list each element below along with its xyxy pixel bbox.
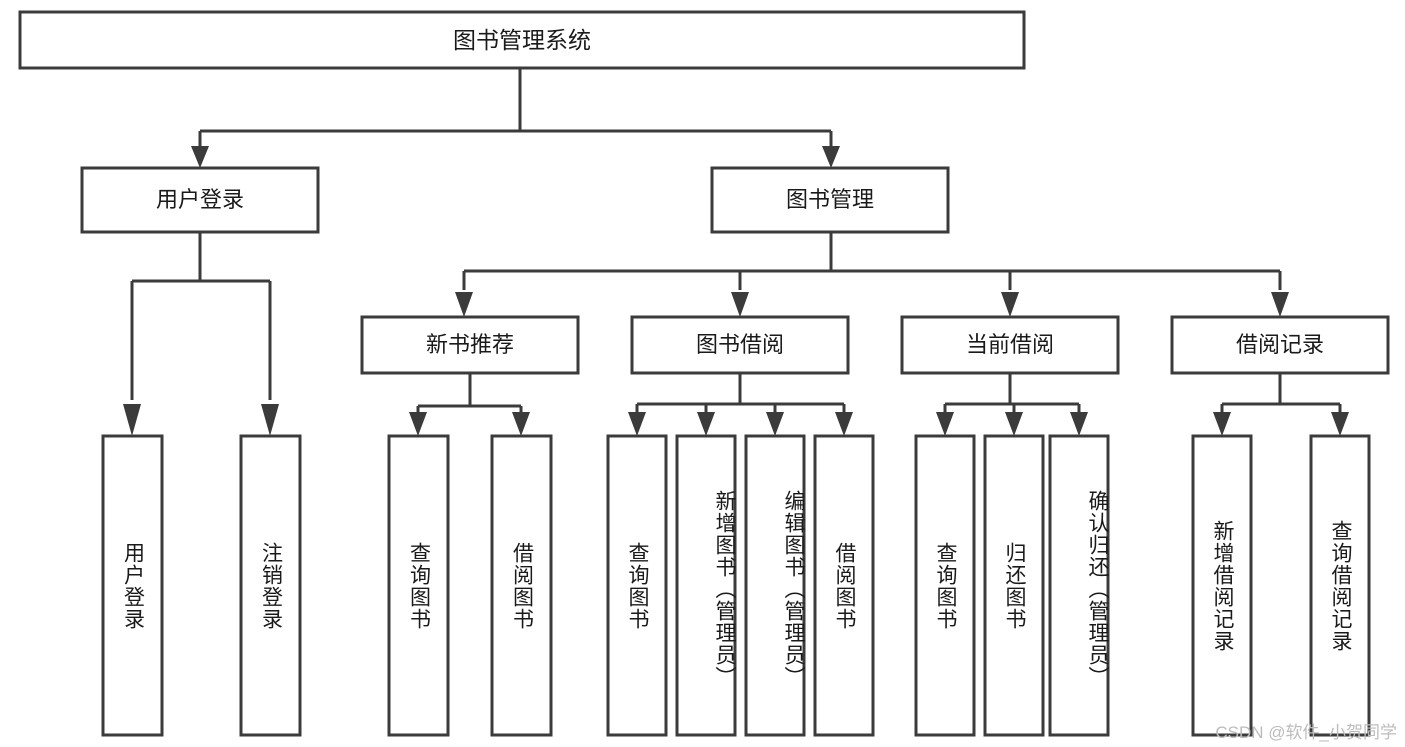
node-borrow-record-label: 借阅记录 [1236,332,1324,357]
node-root[interactable]: 图书管理系统 [18,10,1026,70]
arrow-head-icon [731,292,749,317]
node-leaf-add-record[interactable] [1191,434,1253,737]
node-leaf-user-login[interactable] [101,434,164,737]
node-leaf-logout[interactable] [239,434,302,737]
node-new-book-rec-label: 新书推荐 [426,332,514,357]
node-current-borrow-label: 当前借阅 [966,332,1054,357]
arrow-head-icon [1001,292,1019,317]
arrow-head-icon [123,404,141,436]
connector-root-to-level2 [191,68,840,168]
node-book-borrow[interactable]: 图书借阅 [630,315,850,375]
arrow-head-icon [1271,292,1289,317]
node-leaf-borrow-book-2[interactable] [813,434,875,737]
arrow-head-icon [766,412,784,436]
node-leaf-return-book[interactable] [983,434,1045,737]
arrow-head-icon [835,412,853,436]
node-root-label: 图书管理系统 [453,27,591,53]
node-book-manage[interactable]: 图书管理 [710,166,950,234]
arrow-head-icon [512,412,530,436]
connector-bookborrow-to-leaves [628,373,853,436]
arrow-head-icon [191,146,209,168]
node-book-manage-label: 图书管理 [786,187,874,212]
node-leaf-query-record[interactable] [1309,434,1371,737]
arrow-head-icon [1331,412,1349,436]
arrow-head-icon [628,412,646,436]
connector-userlogin-to-leaves [123,232,279,436]
node-leaf-query-book-2[interactable] [606,434,668,737]
node-leaf-query-book-1[interactable] [387,434,450,737]
node-leaf-edit-book[interactable] [744,434,806,737]
arrow-head-icon [822,146,840,168]
node-leaf-confirm-return[interactable] [1048,434,1110,737]
arrow-head-icon [1005,412,1023,436]
arrow-head-icon [455,292,473,317]
node-leaf-borrow-book-1[interactable] [490,434,553,737]
connector-bookmanage-to-level3 [455,232,1289,317]
node-user-login-label: 用户登录 [156,187,244,212]
watermark-text: CSDN @软件_小贺同学 [1215,723,1397,742]
connector-newbook-to-leaves [409,373,530,436]
arrow-head-icon [697,412,715,436]
connector-borrowrecord-to-leaves [1213,373,1349,436]
node-leaf-query-book-3[interactable] [914,434,976,737]
arrow-head-icon [936,412,954,436]
node-book-borrow-label: 图书借阅 [696,332,784,357]
node-new-book-rec[interactable]: 新书推荐 [360,315,580,375]
connector-currentborrow-to-leaves [936,373,1088,436]
node-user-login[interactable]: 用户登录 [80,166,320,234]
arrow-head-icon [1213,412,1231,436]
node-current-borrow[interactable]: 当前借阅 [900,315,1120,375]
arrow-head-icon [1070,412,1088,436]
node-borrow-record[interactable]: 借阅记录 [1170,315,1390,375]
arrow-head-icon [409,412,427,436]
arrow-head-icon [261,404,279,436]
node-leaf-add-book[interactable] [675,434,737,737]
